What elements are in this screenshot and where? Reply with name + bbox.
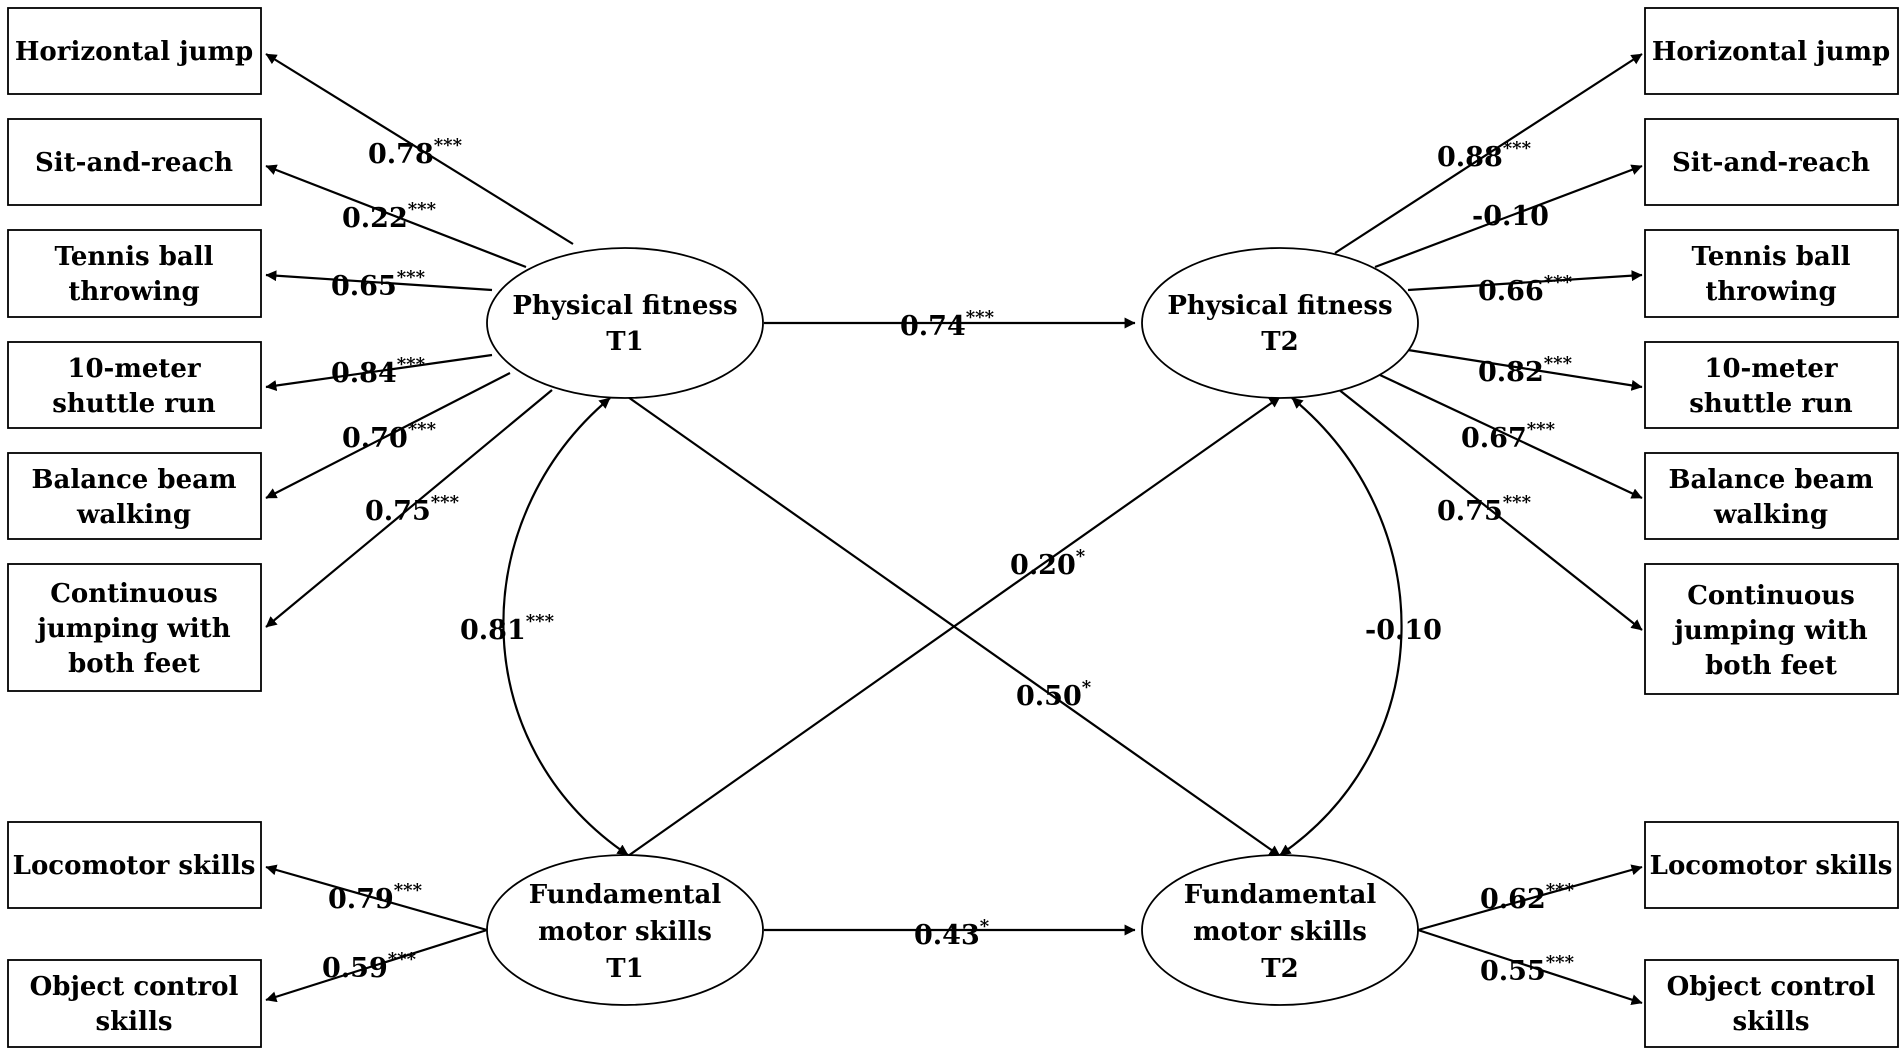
latent-fms-t2-line3: T2 (1261, 954, 1298, 984)
loading-pf-t2-shuttle-run: 0.82*** (1478, 353, 1573, 388)
loading-pf-t1-balance-beam: 0.70*** (342, 419, 437, 454)
pf-t1-loading-arrows (265, 53, 574, 628)
loading-pf-t2-tennis-ball: 0.66*** (1478, 272, 1573, 307)
latent-pf-t1-line2: T1 (606, 327, 643, 357)
coef-fms-t1-to-fms-t2: 0.43* (914, 916, 990, 951)
latent-pf-t2-line2: T2 (1261, 327, 1298, 357)
box-locomotor-t1 (7, 821, 262, 909)
ind-horizontal-jump-t1: Horizontal jump (15, 37, 253, 67)
box-horizontal-jump-t2 (1644, 7, 1899, 95)
ind-locomotor-t1: Locomotor skills (13, 851, 256, 881)
ind-balance-beam-t2-l1: Balance beam (1669, 465, 1874, 495)
ind-balance-beam-t1-l1: Balance beam (32, 465, 237, 495)
latent-fms-t1-line3: T1 (606, 954, 643, 984)
ind-sit-and-reach-t1: Sit-and-reach (35, 148, 233, 178)
ind-continuous-jumping-t2-l2: jumping with (1672, 616, 1867, 646)
latent-pf-t1-line1: Physical fitness (512, 291, 737, 321)
ind-shuttle-run-t1-l1: 10-meter (67, 354, 201, 384)
ind-tennis-ball-t2-l1: Tennis ball (1691, 242, 1850, 272)
box-locomotor-t2 (1644, 821, 1899, 909)
ind-continuous-jumping-t2-l3: both feet (1705, 651, 1837, 681)
box-tennis-ball-t2 (1644, 229, 1899, 318)
ind-tennis-ball-t1-l1: Tennis ball (54, 242, 213, 272)
ind-tennis-ball-t1-l2: throwing (68, 277, 199, 307)
ind-continuous-jumping-t1-l3: both feet (68, 649, 200, 679)
fms-t1-loading-arrows (265, 864, 488, 1003)
loading-pf-t2-continuous-jumping: 0.75*** (1437, 492, 1532, 527)
box-shuttle-run-t2 (1644, 341, 1899, 429)
coef-fms-t1-to-pf-t2: 0.20* (1010, 546, 1086, 581)
box-tennis-ball-t1 (7, 229, 262, 318)
box-horizontal-jump-t1 (7, 7, 262, 95)
covariance-t1-curve (502, 397, 629, 856)
path-pf-t1-to-fms-t2 (627, 396, 1281, 857)
loading-fms-t1-locomotor: 0.79*** (328, 880, 423, 915)
ellipse-physical-fitness-t1 (486, 247, 764, 399)
indicator-boxes-left (7, 7, 262, 1048)
ind-object-control-t2-l2: skills (1733, 1007, 1810, 1037)
latent-fms-t1-line1: Fundamental (529, 880, 722, 910)
ind-continuous-jumping-t2-l1: Continuous (1687, 581, 1855, 611)
ind-shuttle-run-t1-l2: shuttle run (52, 389, 216, 419)
box-balance-beam-t1 (7, 452, 262, 540)
ind-continuous-jumping-t1-l1: Continuous (50, 579, 218, 609)
ind-object-control-t2-l1: Object control (1667, 972, 1876, 1002)
loading-fms-t2-locomotor: 0.62*** (1480, 880, 1575, 915)
pf-t2-loading-arrows (1332, 53, 1643, 631)
box-shuttle-run-t1 (7, 341, 262, 429)
ind-continuous-jumping-t1-l2: jumping with (35, 614, 230, 644)
ind-horizontal-jump-t2: Horizontal jump (1652, 37, 1890, 67)
ellipse-fms-t1 (486, 854, 764, 1006)
latent-fms-t1-line2: motor skills (538, 917, 712, 947)
ind-tennis-ball-t2-l2: throwing (1705, 277, 1836, 307)
loading-pf-t1-shuttle-run: 0.84*** (331, 354, 426, 389)
box-continuous-jumping-t2 (1644, 563, 1899, 695)
loading-fms-t1-object-control: 0.59*** (322, 949, 417, 984)
ind-balance-beam-t1-l2: walking (76, 500, 191, 530)
ind-object-control-t1-l2: skills (96, 1007, 173, 1037)
loading-fms-t2-object-control: 0.55*** (1480, 952, 1575, 987)
coef-covariance-t2: -0.10 (1365, 615, 1442, 646)
box-object-control-t2 (1644, 959, 1899, 1048)
box-sit-and-reach-t2 (1644, 118, 1899, 206)
covariance-t2-curve (1279, 397, 1403, 856)
ind-shuttle-run-t2-l1: 10-meter (1704, 354, 1838, 384)
indicator-boxes-right (1644, 7, 1899, 1048)
loading-pf-t2-horizontal-jump: 0.88*** (1437, 138, 1532, 173)
ind-object-control-t1-l1: Object control (30, 972, 239, 1002)
latent-fms-t2-line1: Fundamental (1184, 880, 1377, 910)
loading-pf-t1-sit-and-reach: 0.22*** (342, 199, 437, 234)
coef-pf-t1-to-pf-t2: 0.74*** (900, 307, 995, 342)
coef-covariance-t1: 0.81*** (460, 611, 555, 646)
ellipse-fms-t2 (1141, 854, 1419, 1006)
box-sit-and-reach-t1 (7, 118, 262, 206)
box-object-control-t1 (7, 959, 262, 1048)
latent-pf-t2-line1: Physical fitness (1167, 291, 1392, 321)
box-balance-beam-t2 (1644, 452, 1899, 540)
box-continuous-jumping-t1 (7, 563, 262, 692)
ind-balance-beam-t2-l2: walking (1713, 500, 1828, 530)
latent-fms-t2-line2: motor skills (1193, 917, 1367, 947)
ind-shuttle-run-t2-l2: shuttle run (1689, 389, 1853, 419)
coef-pf-t1-to-fms-t2: 0.50* (1016, 677, 1092, 712)
loading-pf-t2-balance-beam: 0.67*** (1461, 419, 1556, 454)
fms-t2-loading-arrows (1417, 864, 1643, 1005)
structural-paths (502, 317, 1403, 936)
loading-pf-t1-continuous-jumping: 0.75*** (365, 492, 460, 527)
loading-pf-t1-horizontal-jump: 0.78*** (368, 135, 463, 170)
ind-sit-and-reach-t2: Sit-and-reach (1672, 148, 1870, 178)
ellipse-physical-fitness-t2 (1141, 247, 1419, 399)
loading-pf-t2-sit-and-reach: -0.10 (1472, 201, 1549, 232)
loading-pf-t1-tennis-ball: 0.65*** (331, 267, 426, 302)
ind-locomotor-t2: Locomotor skills (1650, 851, 1893, 881)
